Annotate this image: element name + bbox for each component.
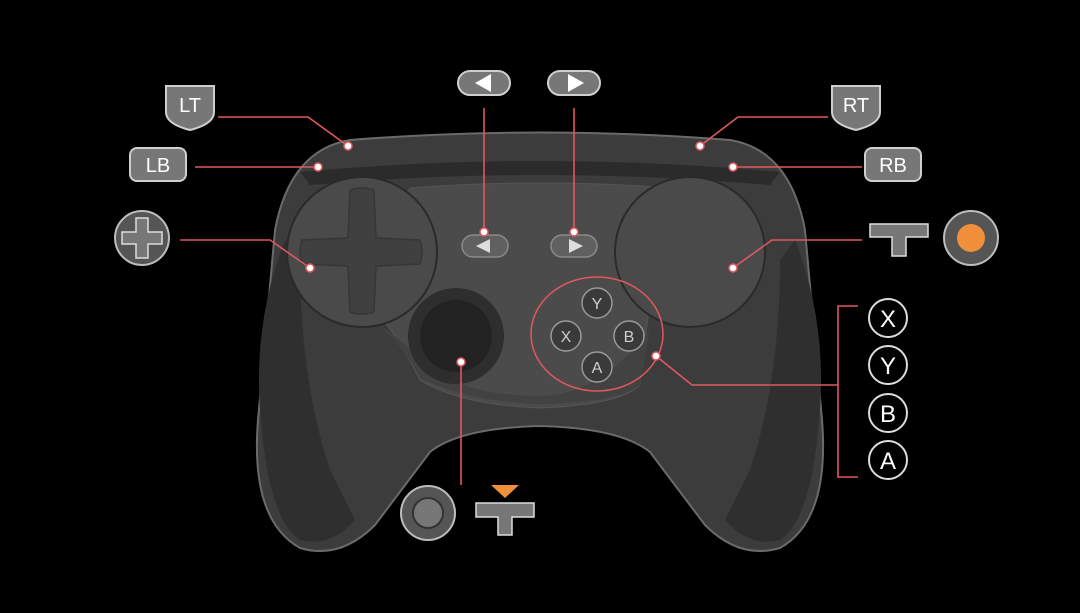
- start-triangle-icon: [569, 239, 583, 253]
- start-arrow-icon[interactable]: [547, 70, 601, 96]
- right-trigger-label: RT: [843, 95, 869, 117]
- left-trackpad-dpad: [299, 187, 423, 315]
- rt-callout-line: [699, 116, 828, 147]
- controller-top-band: [300, 161, 780, 185]
- face-legend-x-icon[interactable]: X: [868, 298, 908, 338]
- right-trackpad[interactable]: [614, 176, 766, 328]
- face-callout-dot: [651, 351, 661, 361]
- rt-callout-dot: [695, 141, 705, 151]
- face-legend-a-icon[interactable]: A: [868, 440, 908, 480]
- dpad-callout-dot: [305, 263, 315, 273]
- right-pad-callout-dot: [728, 263, 738, 273]
- callout-lines: [180, 108, 862, 485]
- face-legend: X Y B A: [868, 298, 908, 480]
- lb-callout-dot: [313, 162, 323, 172]
- start-callout-dot: [569, 227, 579, 237]
- joystick-press-icon[interactable]: [475, 485, 535, 536]
- joystick-callout-dot: [456, 357, 466, 367]
- back-arrow-icon[interactable]: [457, 70, 511, 96]
- face-button-b-label: B: [624, 329, 635, 346]
- dpad-callout-line: [180, 239, 311, 269]
- face-buttons-highlight: [530, 276, 664, 392]
- orange-touch-icon[interactable]: [943, 210, 999, 266]
- face-legend-bracket: [837, 305, 858, 478]
- back-triangle-icon: [476, 239, 490, 253]
- face-button-a-label: A: [592, 360, 603, 377]
- face-button-x-label: X: [561, 329, 572, 346]
- lt-callout-line: [218, 116, 349, 147]
- face-legend-y-icon[interactable]: Y: [868, 345, 908, 385]
- joystick-icon[interactable]: [400, 485, 456, 541]
- right-grip-shade: [725, 240, 822, 542]
- face-buttons: Y X B A: [530, 276, 664, 392]
- rb-callout-dot: [728, 162, 738, 172]
- face-legend-x-label: X: [880, 306, 896, 333]
- controller-body: Y X B A: [255, 131, 825, 552]
- face-legend-y-label: Y: [880, 353, 896, 380]
- dpad-icon[interactable]: [114, 210, 170, 266]
- left-trigger-icon[interactable]: LT: [165, 85, 215, 132]
- face-button-a[interactable]: [581, 351, 613, 383]
- back-callout-dot: [479, 227, 489, 237]
- left-grip-shade: [258, 240, 355, 542]
- face-legend-b-label: B: [880, 401, 896, 428]
- left-bumper-icon[interactable]: LB: [129, 147, 187, 182]
- face-legend-a-label: A: [880, 448, 896, 475]
- face-button-y-label: Y: [592, 296, 603, 313]
- face-button-x[interactable]: [550, 320, 582, 352]
- right-trigger-icon[interactable]: RT: [831, 85, 881, 132]
- right-bumper-label: RB: [879, 155, 907, 177]
- face-button-b[interactable]: [613, 320, 645, 352]
- trackpad-press-icon[interactable]: [869, 223, 929, 257]
- center-panel-lower: [372, 320, 650, 404]
- face-callout-line: [655, 355, 838, 386]
- lt-callout-dot: [343, 141, 353, 151]
- right-pad-callout-line: [732, 239, 862, 269]
- callout-dots: [305, 141, 738, 367]
- face-legend-b-icon[interactable]: B: [868, 393, 908, 433]
- face-button-y[interactable]: [581, 287, 613, 319]
- left-bumper-label: LB: [146, 155, 170, 177]
- left-trigger-label: LT: [179, 95, 201, 117]
- joystick[interactable]: [420, 300, 492, 372]
- right-bumper-icon[interactable]: RB: [864, 147, 922, 182]
